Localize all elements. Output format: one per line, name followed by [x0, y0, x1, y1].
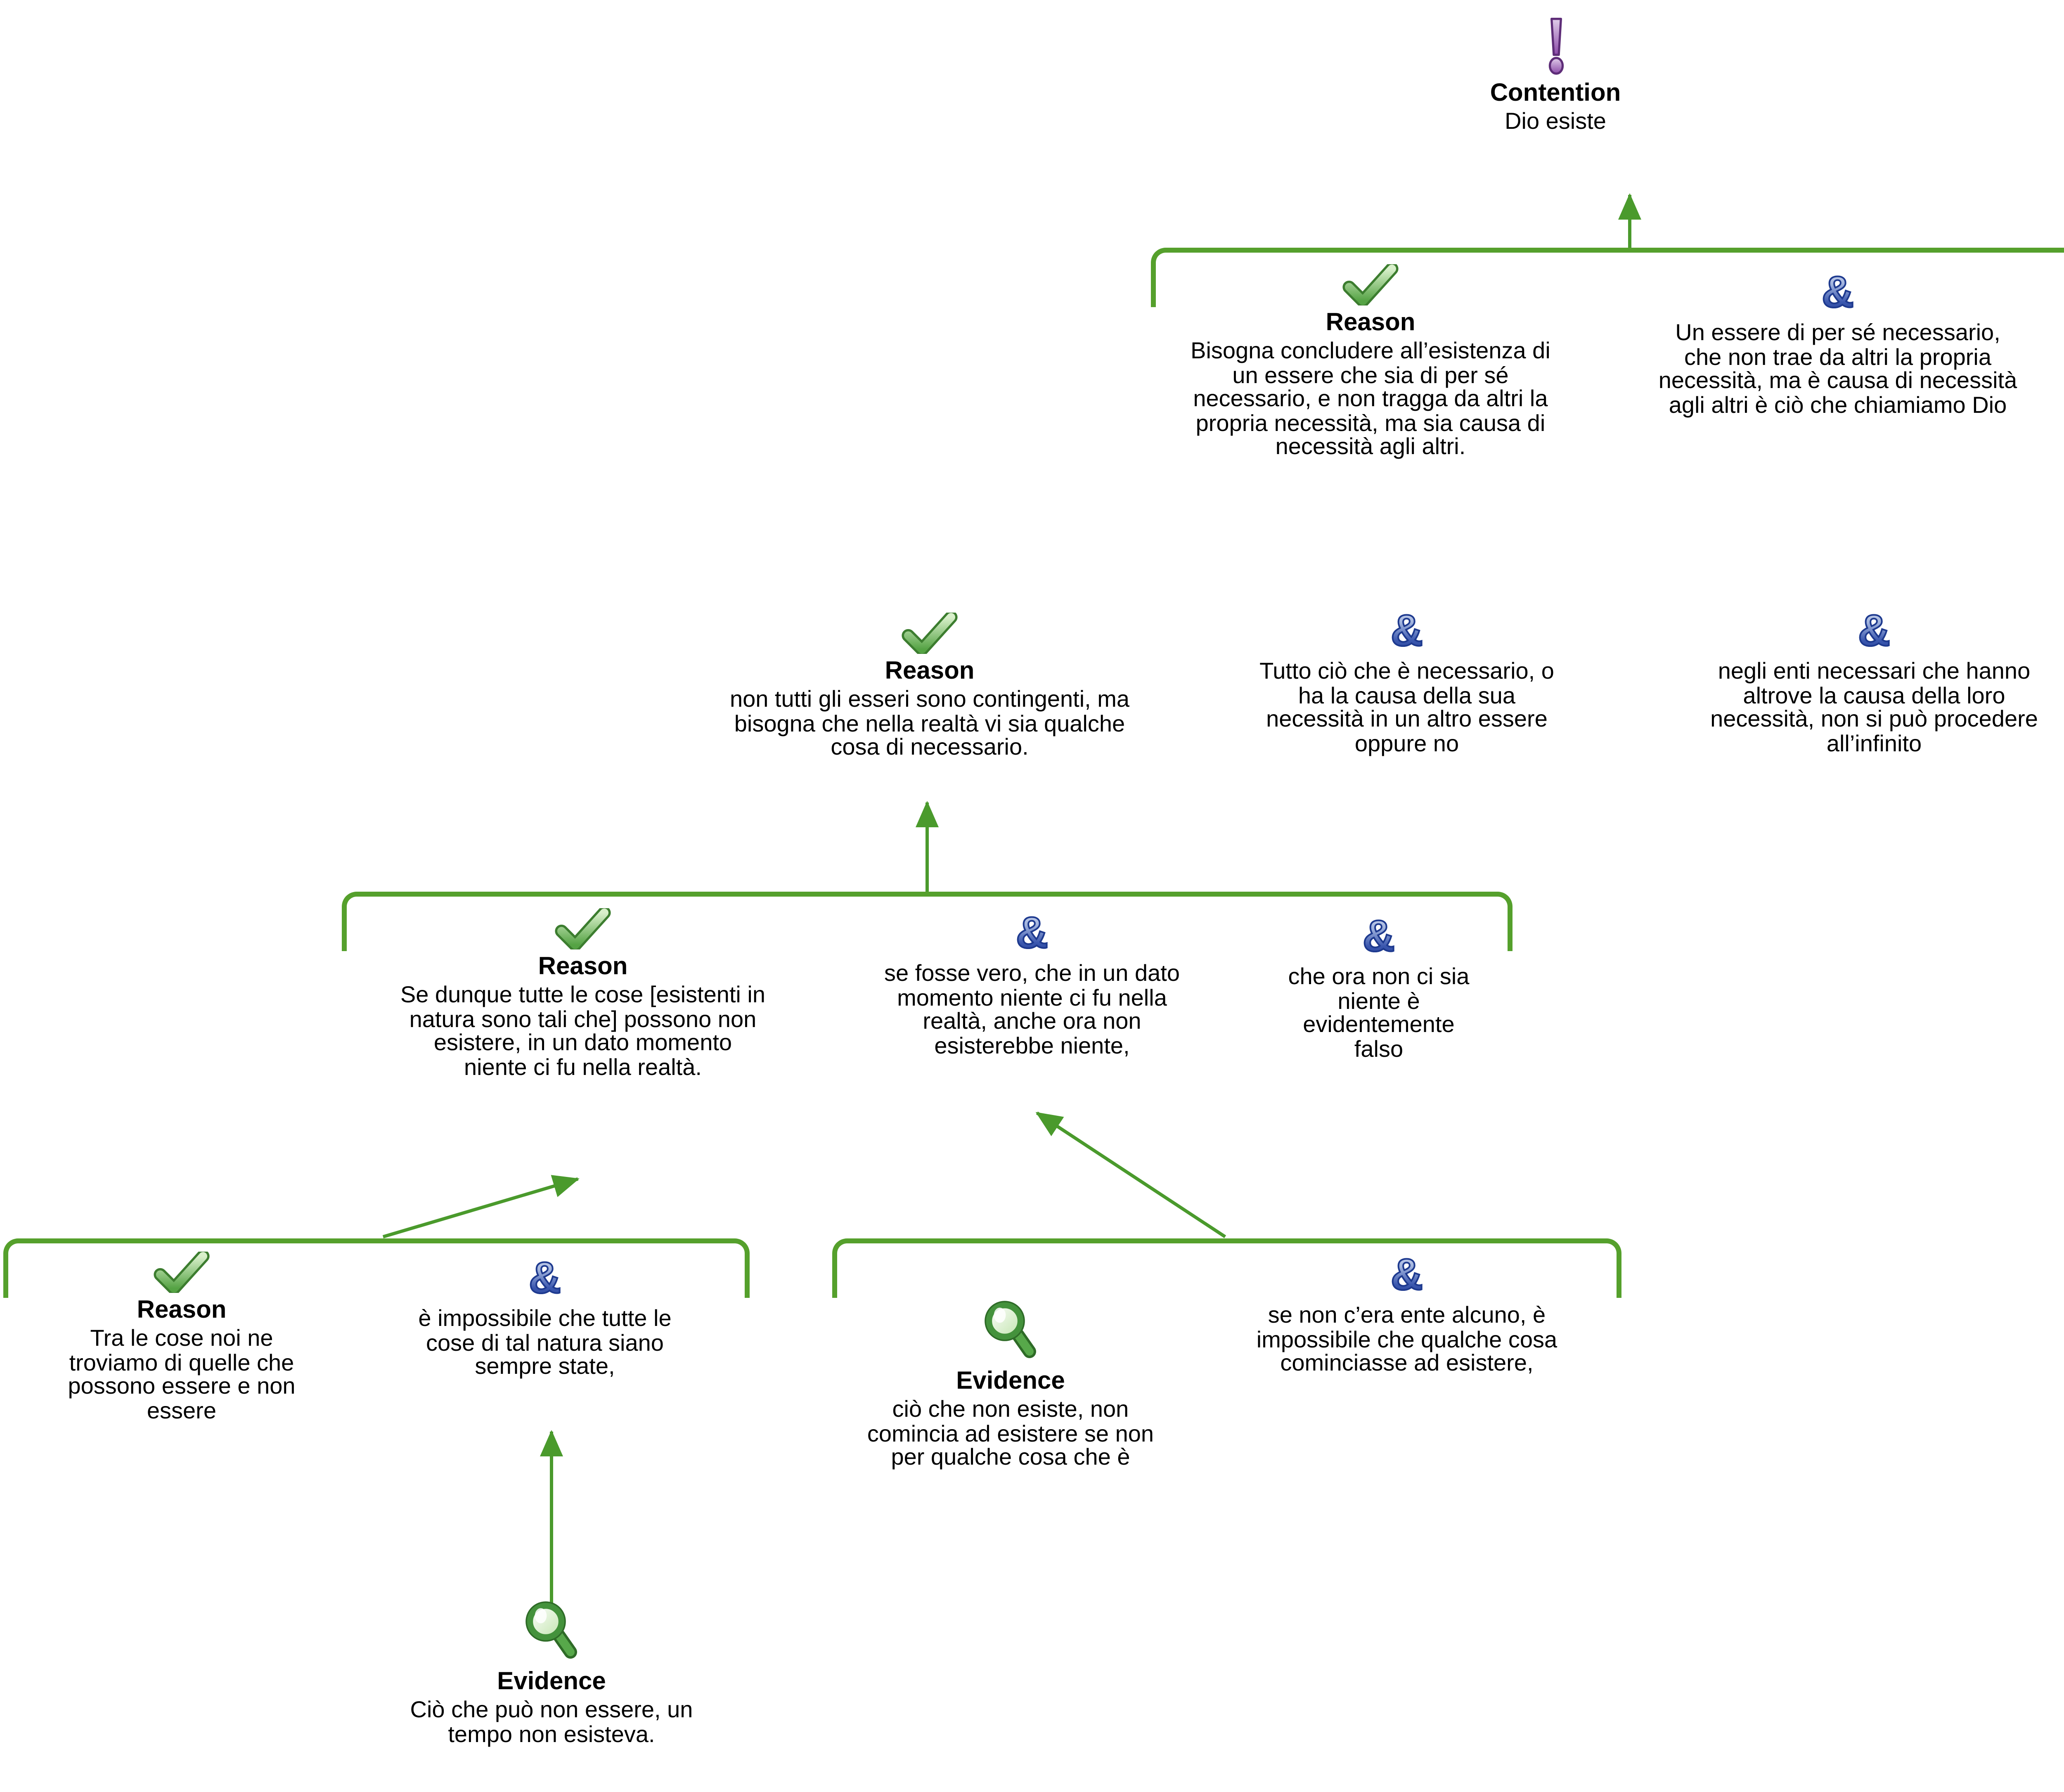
node-and-2[interactable]: & Tutto ciò che è necessario, o ha la ca… — [1224, 606, 1590, 755]
arrow-bottomleft-bracket-to-reason3 — [382, 1175, 580, 1238]
node-text: non tutti gli esseri sono contingenti, m… — [729, 685, 1130, 760]
node-evidence-2[interactable]: Evidence Ciò che può non essere, un temp… — [373, 1600, 730, 1745]
ampersand-icon: & — [1362, 911, 1396, 961]
node-and-1[interactable]: & Un essere di per sé necessario, che no… — [1626, 267, 2049, 417]
node-text: se non c’era ente alcuno, è impossibile … — [1256, 1301, 1557, 1375]
magnifier-icon — [982, 1300, 1039, 1366]
node-and-6[interactable]: & che ora non ci sia niente è evidenteme… — [1253, 911, 1504, 1061]
ampersand-icon: & — [1857, 606, 1891, 656]
node-reason-2[interactable]: Reason non tutti gli esseri sono conting… — [680, 611, 1179, 760]
node-text: Un essere di per sé necessario, che non … — [1658, 319, 2017, 417]
ampersand-icon: & — [1390, 606, 1424, 656]
ampersand-icon: & — [1015, 908, 1049, 958]
node-type-label: Reason — [137, 1296, 227, 1324]
node-type-label: Reason — [885, 657, 975, 685]
node-reason-4[interactable]: Reason Tra le cose noi ne troviamo di qu… — [46, 1250, 317, 1423]
checkmark-icon — [1342, 262, 1399, 308]
ampersand-icon: & — [1390, 1250, 1424, 1300]
node-evidence-1[interactable]: Evidence ciò che non esiste, non cominci… — [854, 1300, 1167, 1469]
node-text: Bisogna concludere all’esistenza di un e… — [1191, 337, 1550, 459]
node-and-7[interactable]: & è impossibile che tutte le cose di tal… — [383, 1253, 707, 1379]
ampersand-icon: & — [528, 1253, 562, 1303]
checkmark-icon — [555, 906, 611, 952]
node-and-5[interactable]: & se fosse vero, che in un dato momento … — [847, 908, 1217, 1058]
node-text: Ciò che può non essere, un tempo non esi… — [410, 1696, 693, 1746]
ampersand-icon: & — [1821, 267, 1855, 317]
node-type-label: Contention — [1490, 79, 1621, 107]
checkmark-icon — [902, 611, 958, 656]
node-text: Se dunque tutte le cose [esistenti in na… — [400, 981, 766, 1079]
checkmark-icon — [154, 1250, 210, 1295]
magnifier-icon — [523, 1600, 580, 1666]
node-text: Tutto ciò che è necessario, o ha la caus… — [1259, 657, 1554, 755]
arrow-bottommiddle-bracket-to-and5 — [1035, 1111, 1226, 1238]
node-text: che ora non ci sia niente è evidentement… — [1288, 963, 1470, 1061]
node-text: negli enti necessari che hanno altrove l… — [1710, 657, 2038, 755]
node-contention[interactable]: Contention Dio esiste — [1440, 17, 1671, 133]
bracket-group-middle — [342, 892, 1512, 951]
node-reason-1[interactable]: Reason Bisogna concludere all’esistenza … — [1143, 262, 1598, 459]
node-type-label: Evidence — [497, 1668, 606, 1696]
node-reason-3[interactable]: Reason Se dunque tutte le cose [esistent… — [348, 906, 817, 1079]
node-text: se fosse vero, che in un dato momento ni… — [884, 959, 1180, 1058]
node-text: Tra le cose noi ne troviamo di quelle ch… — [68, 1324, 296, 1423]
bracket-group-bottom-left — [3, 1238, 750, 1298]
node-text: Dio esiste — [1505, 107, 1606, 134]
bracket-group-bottom-middle — [832, 1238, 1621, 1298]
node-type-label: Reason — [1326, 309, 1415, 337]
node-text: ciò che non esiste, non comincia ad esis… — [867, 1395, 1154, 1470]
bracket-group-top — [1151, 248, 2064, 307]
exclamation-icon — [1545, 17, 1566, 76]
node-and-8[interactable]: & se non c’era ente alcuno, è impossibil… — [1220, 1250, 1593, 1375]
node-type-label: Reason — [538, 953, 628, 981]
node-type-label: Evidence — [956, 1367, 1065, 1395]
node-and-3[interactable]: & negli enti necessari che hanno altrove… — [1668, 606, 2064, 755]
node-text: è impossibile che tutte le cose di tal n… — [418, 1304, 672, 1379]
